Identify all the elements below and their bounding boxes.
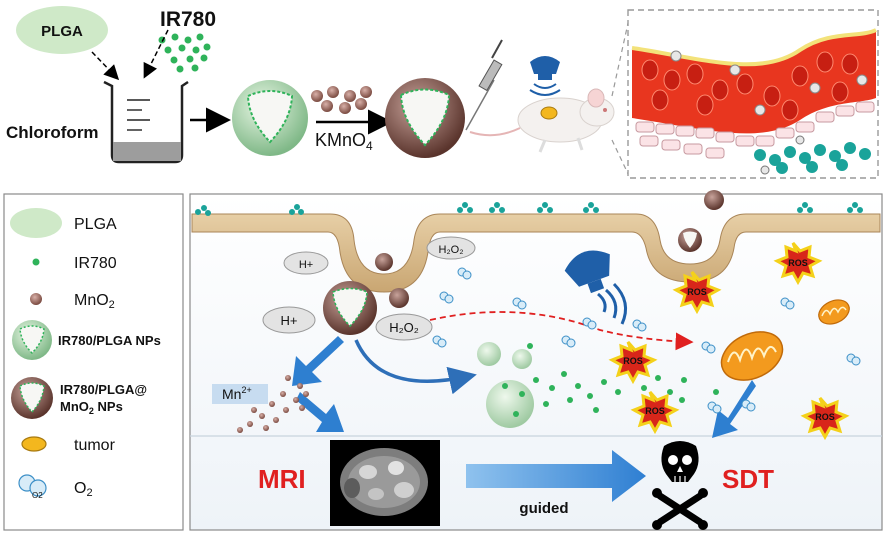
svg-text:ROS: ROS: [788, 258, 808, 268]
legend-label-ir780-plga-np: IR780/PLGA NPs: [58, 333, 161, 348]
mri-label: MRI: [258, 464, 306, 494]
ultrasound-transducer-small-icon: [529, 56, 561, 96]
skull-crossbones-icon: [652, 441, 708, 530]
ros-burst-4: ROS: [630, 391, 680, 435]
blood-vessel-illustration: [631, 28, 877, 175]
legend-item-ir780-plga-np: IR780/PLGA NPs: [12, 320, 161, 360]
ultrasound-transducer-icon: [564, 250, 628, 325]
mitochondrion-main-icon: [720, 331, 784, 381]
h2o2-mid-label: H₂O₂: [389, 320, 419, 335]
svg-text:ROS: ROS: [815, 412, 835, 422]
ros-burst-5: ROS: [800, 397, 850, 441]
ir780-dots-cluster: [158, 33, 211, 73]
plga-top-label: PLGA: [41, 23, 83, 40]
ir780-plga-np-large: [232, 80, 308, 156]
receptor-markers: [195, 202, 863, 216]
plga-into-beaker-arrow: [91, 51, 120, 81]
svg-text:ROS: ROS: [645, 406, 665, 416]
guided-label: guided: [519, 500, 568, 517]
legend-panel: PLGA IR780 MnO2 IR780/PLGA NPs IR780/PLG…: [3, 193, 184, 531]
ir780-into-beaker-arrow: [143, 29, 169, 79]
ir780-top-label: IR780: [160, 8, 216, 31]
sdt-effect-arrow: [712, 380, 756, 438]
legend-item-mno2: MnO2: [30, 292, 115, 311]
synthesis-section: PLGA IR780 Chloroform: [6, 6, 879, 179]
svg-text:O2: O2: [32, 491, 43, 500]
h2o2-top-label: H₂O₂: [438, 244, 463, 256]
legend-item-ir780-plga-mno2-np: IR780/PLGA@ MnO2 NPs: [11, 377, 147, 419]
tumor-on-mouse: [540, 106, 558, 120]
cell-membrane: [191, 213, 881, 293]
mouse-icon: [469, 88, 615, 153]
legend-label-mno2: MnO2: [74, 292, 115, 311]
h-plus-top-label: H+: [299, 259, 313, 271]
mri-signal-arrow: [296, 392, 344, 432]
ir780-dot-icon: [32, 258, 40, 266]
mn2-label-box: [212, 384, 268, 404]
o2-bubbles-scatter: [432, 267, 861, 414]
sdt-label: SDT: [722, 464, 774, 494]
np-in-pocket-left: [375, 253, 393, 271]
ros-burst-3: ROS: [608, 341, 658, 385]
legend-item-tumor: tumor: [21, 436, 116, 454]
o2-bubbles-icon: O2: [18, 474, 47, 500]
legend-label-tumor: tumor: [74, 437, 116, 454]
h-plus-left-label: H+: [281, 313, 298, 328]
legend-item-o2: O2 O2: [18, 474, 93, 500]
kmno4-label: KMnO4: [315, 130, 373, 153]
legend-label-ir780-plga-mno2-np-line2: MnO2 NPs: [60, 399, 123, 416]
mno2-np-small-mid: [389, 288, 409, 308]
plga-ellipse-icon: [10, 208, 62, 238]
tumor-ellipse-icon: [21, 436, 47, 452]
plga-blob: [16, 6, 108, 54]
mn2-release-arrow: [292, 336, 344, 386]
mno2-dot-icon: [30, 293, 42, 305]
zoom-line-top: [611, 13, 631, 97]
membrane-np-right: [678, 228, 702, 252]
h2o2-bubble-mid: [375, 313, 433, 341]
legend-item-plga: PLGA: [10, 208, 117, 238]
guided-arrow: [466, 450, 646, 502]
legend-label-ir780: IR780: [74, 255, 117, 272]
ir780-plga-mno2-np-icon: [11, 377, 53, 419]
chloroform-label: Chloroform: [6, 123, 99, 142]
h-plus-bubble-top: [283, 251, 329, 275]
ir780-plga-mno2-np-large: [385, 78, 465, 158]
h2o2-bubble-top: [426, 236, 476, 260]
svg-text:ROS: ROS: [687, 287, 707, 297]
main-mno2-np: [323, 281, 377, 335]
np-outside-cell: [704, 190, 724, 210]
mri-scan-image: [330, 440, 440, 526]
ros-burst-2: ROS: [773, 242, 823, 286]
ir780-plga-np-icon: [12, 320, 52, 360]
svg-text:ROS: ROS: [623, 356, 643, 366]
mn2-label: Mn2+: [222, 385, 252, 402]
ros-burst-1: ROS: [672, 271, 722, 315]
beaker-icon: [103, 80, 189, 164]
legend-label-plga: PLGA: [74, 216, 117, 233]
mitochondrion-small-icon: [818, 299, 850, 325]
degradation-curved-arrow: [354, 339, 477, 395]
legend-item-ir780: IR780: [32, 255, 117, 272]
mno2-dots-cluster: [311, 86, 372, 114]
legend-label-ir780-plga-mno2-np-line1: IR780/PLGA@: [60, 382, 147, 397]
legend-label-o2: O2: [74, 480, 93, 499]
mn2-ions-cluster: [237, 375, 309, 433]
zoom-line-bottom: [611, 139, 631, 179]
mechanism-panel: H+ H₂O₂ H+ H₂O₂ Mn2+: [189, 190, 883, 531]
syringe-icon: [465, 39, 503, 131]
h-plus-bubble-left: [262, 306, 316, 334]
